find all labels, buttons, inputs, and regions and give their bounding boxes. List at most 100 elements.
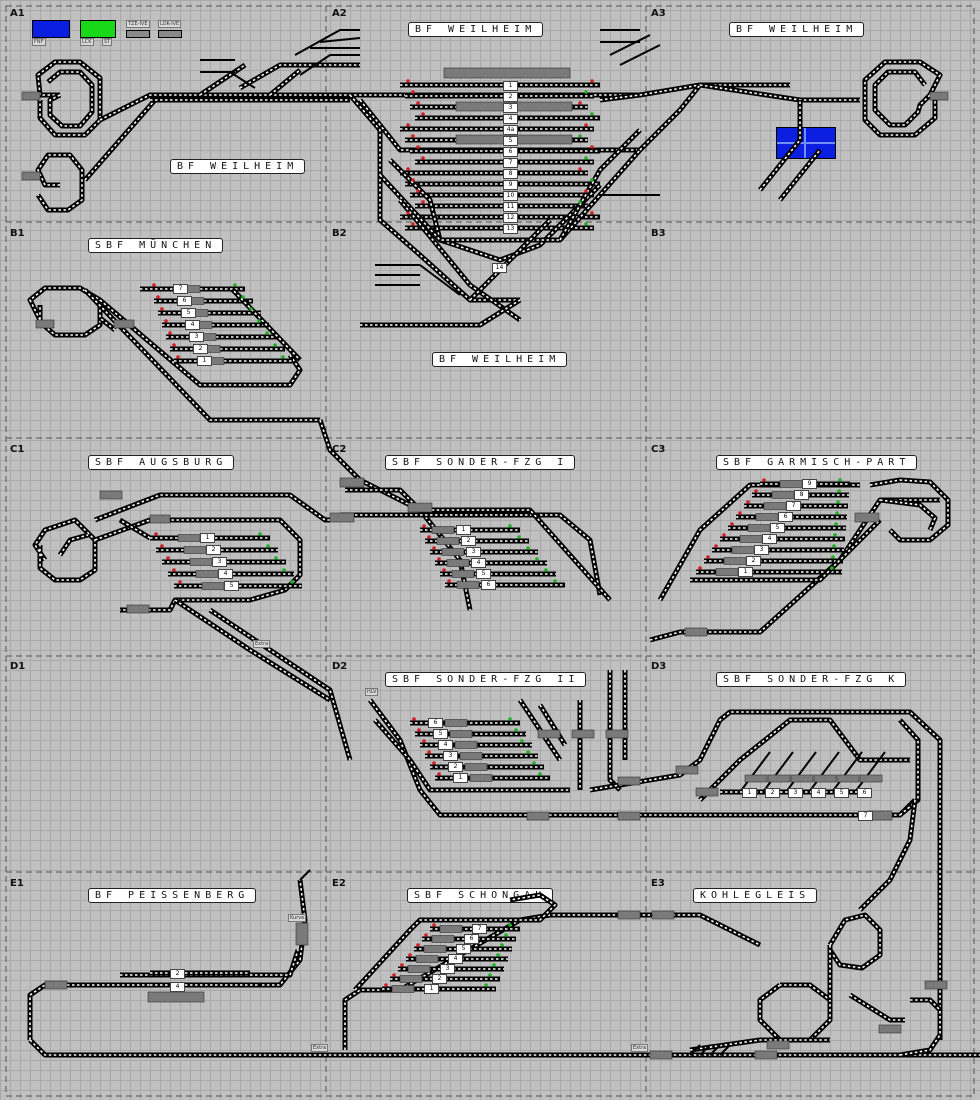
track-segment [899, 997, 943, 1058]
siding-segment [785, 751, 817, 793]
signal-lamp [508, 923, 512, 927]
signal-lamp [830, 566, 834, 570]
siding-segment [854, 751, 886, 793]
occupancy-block [329, 512, 355, 523]
signal-lamp [590, 178, 594, 182]
track-number-badge: 9 [802, 479, 817, 489]
track-segment-sleepers [34, 519, 96, 581]
section-label-d2: D2 [332, 661, 348, 672]
track-number-badge: 2 [765, 788, 780, 798]
occupancy-block [617, 811, 641, 821]
occupancy-block [339, 477, 365, 488]
track-number-badge: 2 [746, 556, 761, 566]
station-title-weilheim: BF WEILHEIM [432, 352, 568, 367]
signal-lamp [834, 522, 838, 526]
section-label-b1: B1 [10, 228, 25, 239]
track-segment-sleepers [354, 894, 557, 991]
section-label-c1: C1 [10, 444, 25, 455]
occupancy-block [836, 774, 860, 783]
occupancy-block [407, 965, 431, 973]
indicator-label: FNF [32, 38, 46, 46]
indicator-gray-block[interactable] [126, 30, 150, 38]
occupancy-block [651, 910, 675, 920]
signal-lamp [584, 156, 588, 160]
signal-lamp [590, 79, 594, 83]
signal-lamp [421, 112, 425, 116]
small-label-extra: Extra [253, 640, 271, 648]
signal-lamp [233, 283, 237, 287]
signal-lamp [417, 728, 421, 732]
track-number-badge: 5 [503, 136, 518, 146]
siding-segment [762, 751, 794, 793]
track-segment-sleepers [849, 994, 905, 1021]
track-segment-sleepers [689, 1039, 830, 1051]
track-segment-sleepers [609, 670, 626, 791]
track-segment [57, 532, 89, 557]
small-label-kurve: Kurve [288, 914, 307, 922]
track-segment-sleepers [345, 489, 611, 601]
track-segment-sleepers [239, 64, 360, 89]
track-segment [27, 879, 308, 1040]
occupancy-block [439, 925, 463, 933]
occupancy-block [790, 774, 814, 783]
signal-lamp [424, 933, 428, 937]
indicator-green-block[interactable] [80, 20, 116, 38]
track-number-badge: 5 [181, 308, 196, 318]
signal-lamp [176, 355, 180, 359]
occupancy-block [924, 980, 948, 990]
track-segment [848, 992, 905, 1023]
occupancy-block [723, 557, 747, 565]
occupancy-block [443, 67, 571, 79]
control-panel-blue[interactable] [776, 127, 836, 159]
track-segment [353, 892, 558, 992]
track-number-badge: 11 [503, 202, 518, 212]
track-segment [757, 982, 833, 1043]
occupancy-block [113, 319, 135, 329]
signals[interactable] [152, 79, 842, 987]
occupancy-block [747, 524, 771, 532]
occupancy-block [605, 729, 629, 739]
track-segment [83, 98, 157, 182]
occupancy-block [878, 1024, 902, 1034]
track-segment-sleepers [359, 99, 640, 151]
signal-lamp [836, 500, 840, 504]
occupancy-block [35, 319, 55, 329]
signal-lamp [273, 343, 277, 347]
signal-lamp [831, 555, 835, 559]
occupancy-block [766, 1040, 790, 1050]
signal-lamp [437, 557, 441, 561]
station-title-muenchen: SBF MÜNCHEN [88, 238, 224, 253]
signal-lamp [838, 478, 842, 482]
track-number-badge: 2 [206, 545, 221, 555]
siding-segment [689, 1044, 731, 1056]
small-label-extra: Extra [631, 1044, 649, 1052]
indicator-gray-block[interactable] [158, 30, 182, 38]
indicator-blue-block[interactable] [32, 20, 70, 38]
occupancy-block [464, 763, 488, 771]
signal-lamp [412, 717, 416, 721]
signal-lamp [447, 579, 451, 583]
section-label-a2: A2 [332, 8, 347, 19]
occupancy-block [201, 582, 225, 590]
signal-lamp [746, 500, 750, 504]
signal-lamp [578, 134, 582, 138]
section-label-d3: D3 [651, 661, 667, 672]
signal-lamp [172, 343, 176, 347]
station-title-weilheim: BF WEILHEIM [170, 159, 306, 174]
section-label-e2: E2 [332, 878, 346, 889]
signal-lamp [730, 522, 734, 526]
occupancy-block [469, 774, 493, 782]
occupancy-block [526, 811, 550, 821]
signal-lamp [508, 717, 512, 721]
signal-lamp [442, 568, 446, 572]
track-segment-sleepers [119, 519, 151, 539]
track-segment-sleepers [389, 159, 601, 261]
track-number-badge: 1 [738, 567, 753, 577]
signal-lamp [416, 943, 420, 947]
occupancy-block [407, 502, 433, 513]
section-label-e1: E1 [10, 878, 24, 889]
signal-lamp [484, 983, 488, 987]
signal-lamp [835, 511, 839, 515]
